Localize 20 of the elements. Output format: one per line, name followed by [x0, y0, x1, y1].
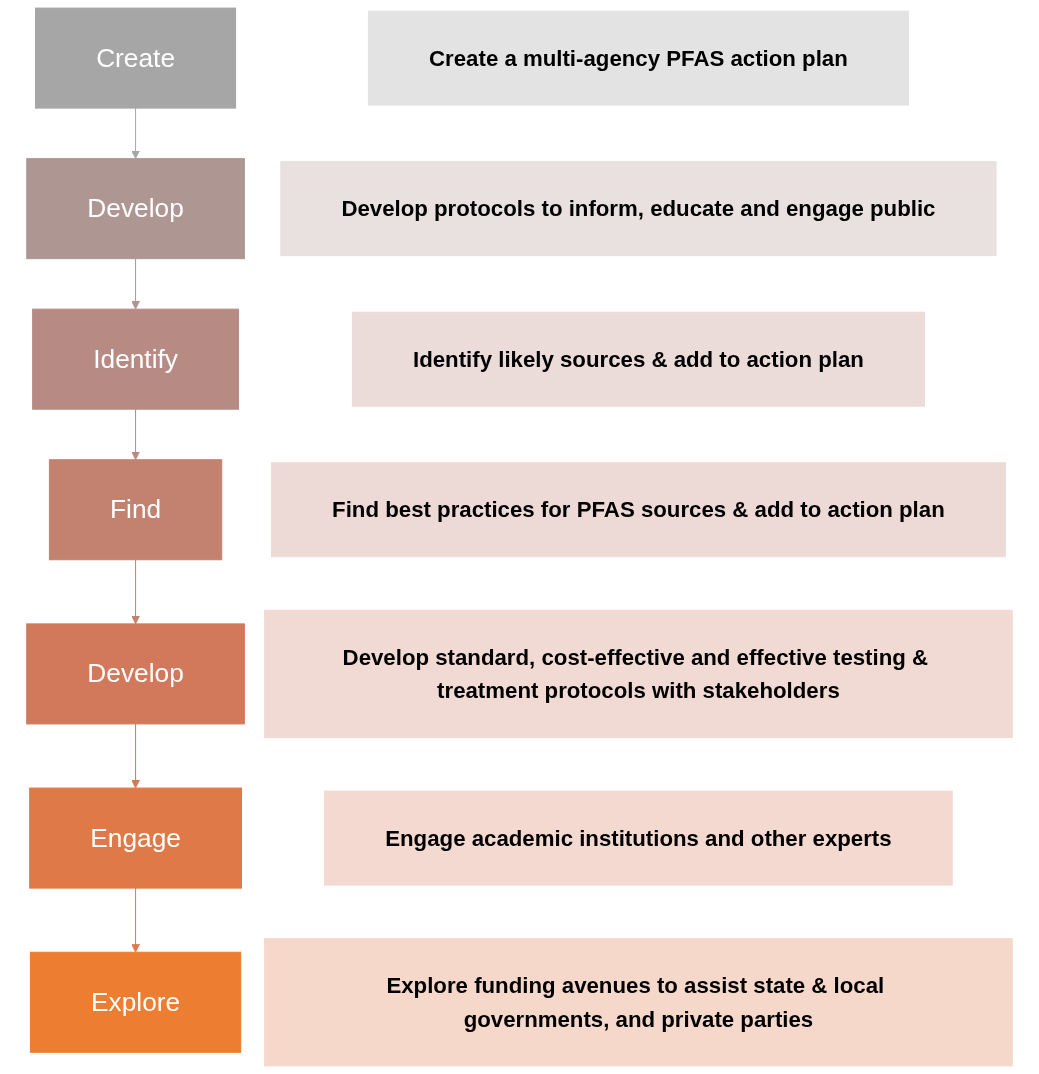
node-box: Engage: [29, 787, 242, 889]
node-box: Explore: [29, 951, 242, 1053]
node-box: Engage academic institutions and other experts: [324, 790, 953, 886]
arrow: [131, 559, 140, 625]
arrow: [131, 258, 140, 310]
arrow: [131, 723, 140, 789]
node-box: Create: [35, 7, 237, 109]
arrow: [131, 887, 140, 953]
node-box: Develop standard, cost-effective and effective testing & treatment protocols with stakeholders: [264, 609, 1013, 739]
node-box: Identify likely sources & add to action plan: [351, 311, 925, 407]
node-box: Find best practices for PFAS sources & add to action plan: [271, 462, 1006, 558]
node-box: Develop: [26, 623, 245, 725]
node-box: Create a multi-agency PFAS action plan: [367, 10, 909, 106]
node-box: Explore funding avenues to assist state & local governments, and private parties: [264, 938, 1013, 1067]
arrow: [131, 107, 140, 160]
node-box: Identify: [32, 308, 240, 410]
node-box: Develop: [26, 158, 245, 260]
node-box: Find: [48, 459, 223, 561]
arrow: [131, 408, 140, 461]
node-box: Develop protocols to inform, educate and engage public: [280, 161, 997, 257]
